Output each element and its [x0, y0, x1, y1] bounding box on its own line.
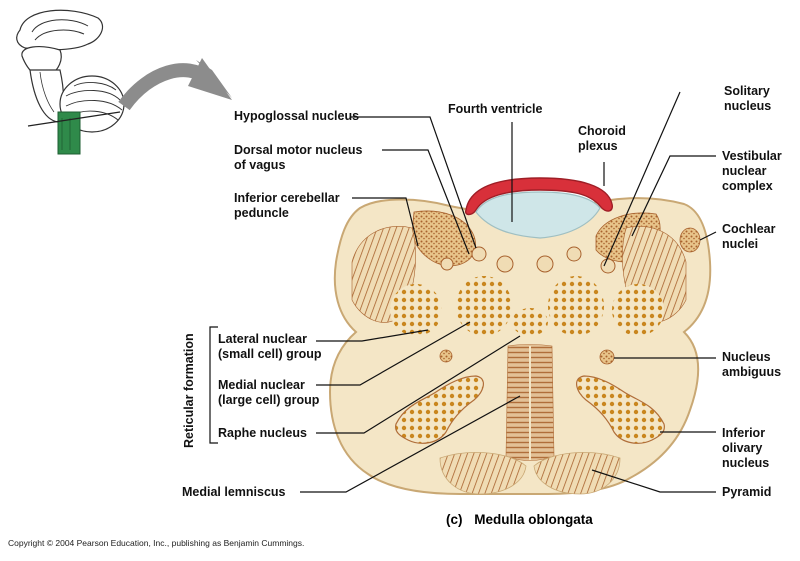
- dorsal-nuclei: [440, 246, 616, 274]
- label-vestibular-nuclear-complex: Vestibular nuclear complex: [722, 149, 782, 193]
- caption-letter: (c): [446, 512, 463, 527]
- raphe-cluster: [512, 308, 548, 336]
- fourth-ventricle-shape: [475, 191, 601, 239]
- pyramid-left: [439, 452, 527, 495]
- pyramid-right: [533, 452, 621, 495]
- brain-thumbnail: [16, 9, 125, 155]
- inferior-olive-right: [576, 375, 665, 444]
- label-nucleus-ambiguus: Nucleus ambiguus: [722, 350, 782, 379]
- label-cochlear-nuclei: Cochlear nuclei: [722, 222, 776, 251]
- label-choroid-plexus: Choroid plexus: [578, 124, 626, 153]
- label-inferior-olivary-nucleus: Inferior olivary nucleus: [722, 426, 770, 470]
- cochlear-nucleus-shape: [679, 227, 701, 253]
- label-fourth-ventricle: Fourth ventricle: [448, 102, 543, 116]
- label-medial-nuclear-group: Medial nuclear (large cell) group: [218, 378, 320, 407]
- label-hypoglossal-nucleus: Hypoglossal nucleus: [234, 109, 360, 123]
- caption-title: Medulla oblongata: [474, 512, 593, 527]
- choroid-plexus-shape: [464, 177, 614, 216]
- label-lateral-nuclear-group: Lateral nuclear (small cell) group: [218, 332, 322, 361]
- label-pyramid: Pyramid: [722, 485, 772, 499]
- inferior-cerebellar-peduncle-left: [411, 210, 476, 267]
- label-reticular-formation: Reticular formation: [182, 333, 196, 448]
- inferior-olive-left: [395, 375, 484, 444]
- label-raphe-nucleus: Raphe nucleus: [218, 426, 307, 440]
- leader-lines: [209, 91, 717, 493]
- lateral-nuclear-right: [612, 284, 664, 336]
- label-dorsal-motor-nucleus: Dorsal motor nucleus of vagus: [234, 143, 363, 172]
- label-inferior-cerebellar-peduncle: Inferior cerebellar peduncle: [234, 191, 340, 220]
- figure-caption: (c) Medulla oblongata: [446, 512, 593, 527]
- label-solitary-nucleus: Solitary nucleus: [724, 84, 772, 113]
- copyright-notice: Copyright © 2004 Pearson Education, Inc.…: [8, 538, 305, 548]
- medulla-section: [328, 177, 712, 495]
- label-medial-lemniscus: Medial lemniscus: [182, 485, 286, 499]
- lateral-nuclear-left: [390, 284, 442, 336]
- medial-nuclear-right: [548, 276, 604, 336]
- nucleus-ambiguus-shape: [599, 349, 615, 365]
- medial-nuclear-left: [456, 276, 512, 336]
- pointer-arrow: [118, 58, 232, 111]
